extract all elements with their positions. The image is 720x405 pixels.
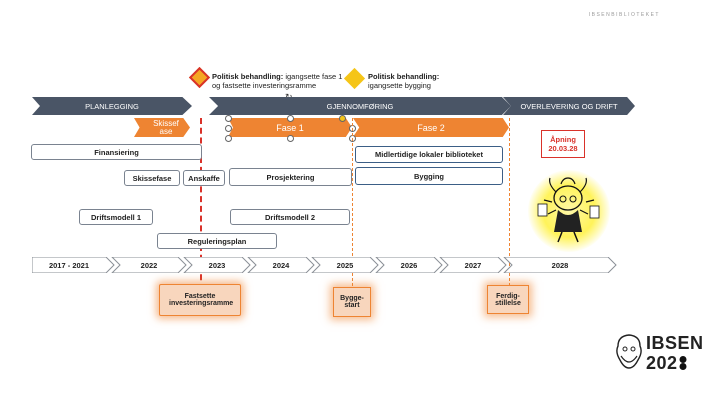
task-bygging: Bygging: [355, 167, 503, 185]
timeline-segment-6: [439, 257, 507, 273]
task-midlertidige-lokaler: Midlertidige lokaler biblioteket: [355, 146, 503, 163]
selection-handle-bl[interactable]: [225, 135, 232, 142]
task-reguleringsplan: Reguleringsplan: [157, 233, 277, 249]
timeline-year-5: 2026: [400, 260, 418, 270]
selection-handle-tm[interactable]: [287, 115, 294, 122]
header-label: IBSENBIBLIOTEKET: [588, 12, 660, 18]
callout-fastsette-investeringsramme: Fastsette investeringsramme: [159, 284, 241, 316]
ibsen-portrait-icon: [616, 334, 642, 369]
bar-fase-2: Fase 2: [353, 118, 509, 137]
timeline-segment-4: [311, 257, 379, 273]
timeline: 2017 - 2021 2022 2023 2024 2025 2026 2027 2028: [32, 257, 630, 273]
task-prosjektering: Prosjektering: [229, 168, 352, 186]
phase-gjennomforing: GJENNOMFØRING: [209, 97, 511, 115]
selection-handle-tr[interactable]: [339, 115, 346, 122]
milestone-line-red: [200, 118, 202, 290]
political-decision-1: Politisk behandling: igangsette fase 1 o…: [212, 72, 343, 90]
timeline-segment-2: [183, 257, 251, 273]
timeline-year-4: 2025: [336, 260, 354, 270]
timeline-segment-5: [375, 257, 443, 273]
timeline-segment-1: [111, 257, 187, 273]
callout-byggestart: Bygge- start: [333, 287, 371, 317]
phase-planlegging: PLANLEGGING: [32, 97, 192, 115]
timeline-segment-7: [503, 257, 617, 273]
timeline-year-3: 2024: [272, 260, 290, 270]
milestone-line-byggestart: [352, 118, 353, 286]
logo-text-line2: 202: [646, 354, 687, 372]
phase-overlevering: OVERLEVERING OG DRIFT: [503, 97, 635, 115]
ibsen-logo: IBSEN 202: [614, 330, 706, 378]
timeline-arrows: [32, 257, 617, 273]
timeline-year-1: 2022: [140, 260, 158, 270]
timeline-year-7: 2028: [551, 260, 569, 270]
ibsen-illustration: [528, 170, 610, 252]
callout-ferdigstillelse: Ferdig- stillelse: [487, 285, 529, 314]
logo-dots-icon: [679, 355, 687, 370]
logo-text-line1: IBSEN: [646, 333, 704, 353]
timeline-year-2: 2023: [208, 260, 226, 270]
timeline-segment-3: [247, 257, 315, 273]
task-skissefase: Skissefase: [124, 170, 180, 186]
milestone-line-ferdig: [509, 118, 510, 286]
timeline-year-6: 2027: [464, 260, 482, 270]
bar-fase-1[interactable]: Fase 1: [228, 118, 352, 137]
timeline-year-0: 2017 - 2021: [48, 260, 90, 270]
opening-badge: Åpning 20.03.28: [541, 130, 585, 158]
bar-skissefase: Skissef ase: [134, 118, 190, 137]
selection-handle-tl[interactable]: [225, 115, 232, 122]
timeline-segment-0: [32, 257, 115, 273]
task-anskaffe: Anskaffe: [183, 170, 225, 186]
political-decision-2: Politisk behandling: igangsette bygging: [368, 72, 440, 90]
political-diamond-red: [188, 66, 211, 89]
task-finansiering: Finansiering: [31, 144, 202, 160]
selection-handle-bm[interactable]: [287, 135, 294, 142]
task-driftsmodell-1: Driftsmodell 1: [79, 209, 153, 225]
task-driftsmodell-2: Driftsmodell 2: [230, 209, 350, 225]
selection-handle-ml[interactable]: [225, 125, 232, 132]
